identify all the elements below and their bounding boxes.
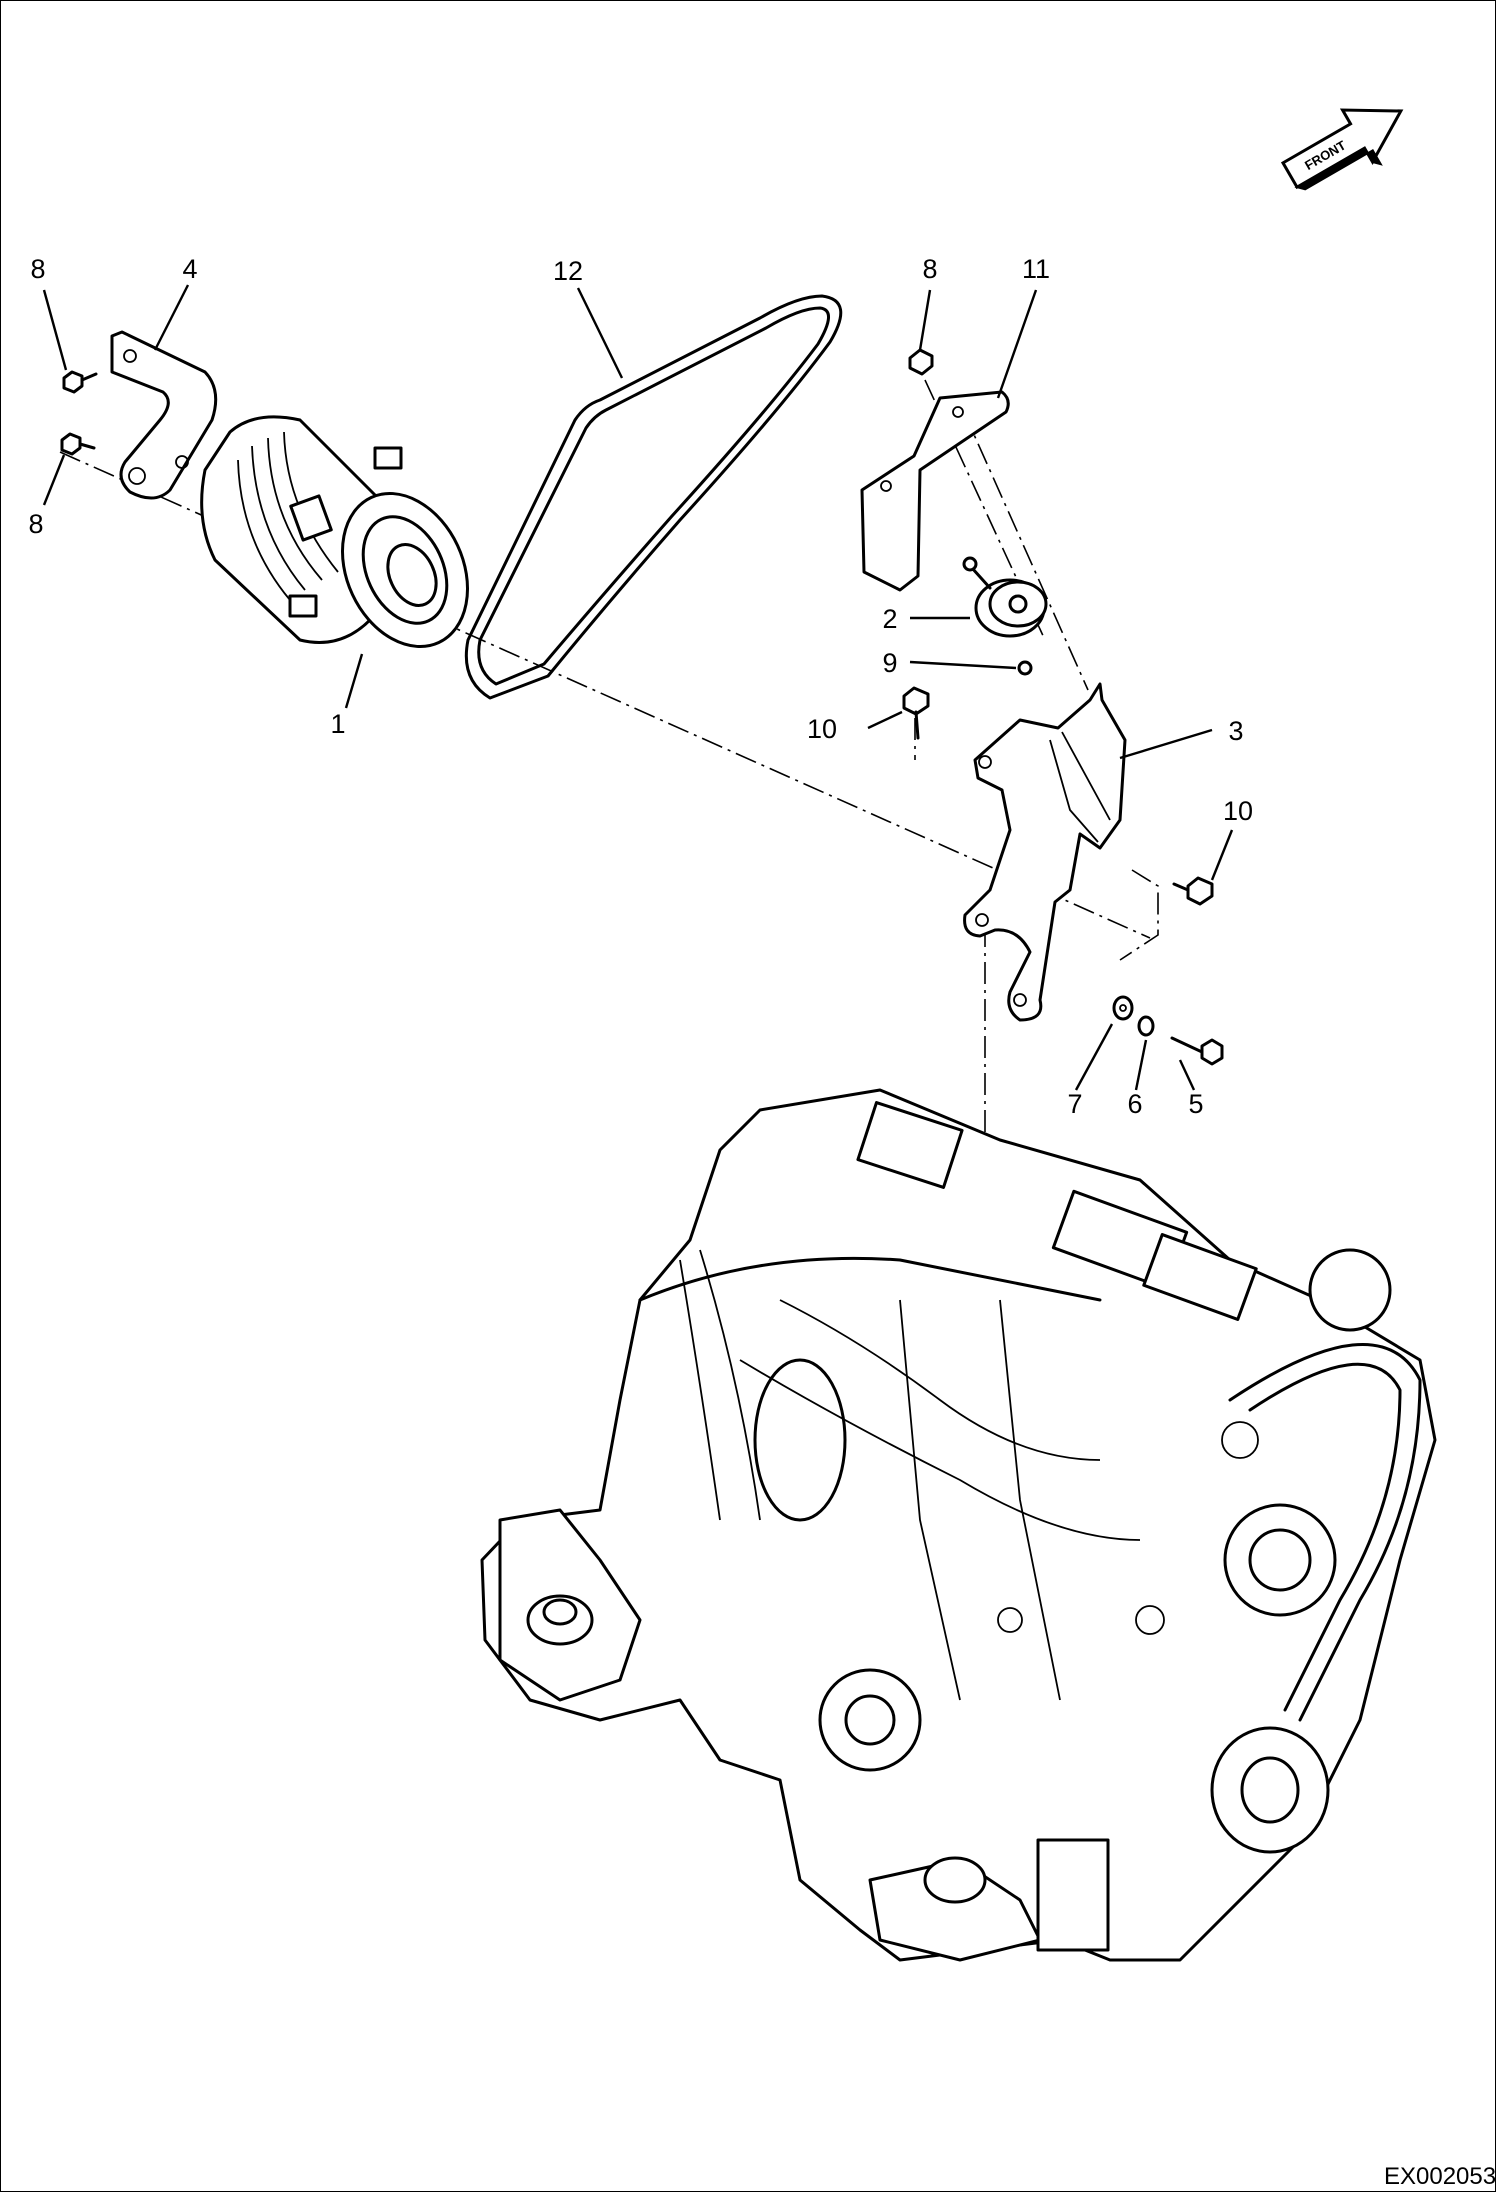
cover-plate-part-11 <box>860 390 1010 592</box>
callout-4: 4 <box>182 254 197 284</box>
bolt-part-10-left <box>902 686 930 740</box>
bolt-part-10-right <box>1172 876 1214 906</box>
bolt-part-8-upper <box>62 370 98 394</box>
engine-assembly <box>480 1088 1437 1962</box>
callout-2: 2 <box>882 604 897 634</box>
idler-pulley-part-2 <box>962 556 1048 638</box>
callout-10-right: 10 <box>1223 796 1253 826</box>
drawing-code: EX002053 <box>1384 2163 1496 2190</box>
callout-3: 3 <box>1228 716 1243 746</box>
callout-8-top-left: 8 <box>30 254 45 284</box>
callout-7: 7 <box>1067 1089 1082 1119</box>
bolt-part-5 <box>1170 1036 1224 1066</box>
callout-8-left: 8 <box>28 509 43 539</box>
callout-12: 12 <box>553 256 583 286</box>
callout-10-left: 10 <box>807 714 837 744</box>
washer-part-7 <box>1112 995 1134 1021</box>
bolt-part-8-lower <box>60 432 96 456</box>
washer-part-9 <box>1017 660 1033 676</box>
v-belt-part-12 <box>464 294 843 700</box>
callout-11: 11 <box>1022 254 1050 284</box>
compressor-bracket-part-4 <box>110 330 218 500</box>
callout-1: 1 <box>330 709 345 739</box>
callout-5: 5 <box>1188 1089 1203 1119</box>
bolt-part-8-upper-right <box>908 348 934 376</box>
tensioner-bracket-part-3 <box>963 682 1127 1022</box>
callout-6: 6 <box>1127 1089 1142 1119</box>
leader-lines <box>42 284 1234 1091</box>
lock-washer-part-6 <box>1137 1015 1155 1037</box>
callout-9: 9 <box>882 648 897 678</box>
front-direction-arrow: FRONT <box>1280 108 1404 191</box>
compressor-part-1 <box>200 415 469 649</box>
callout-labels: 8 4 8 1 12 8 11 2 9 10 3 10 5 6 7 <box>28 254 1253 1119</box>
callout-8-mid: 8 <box>922 254 937 284</box>
